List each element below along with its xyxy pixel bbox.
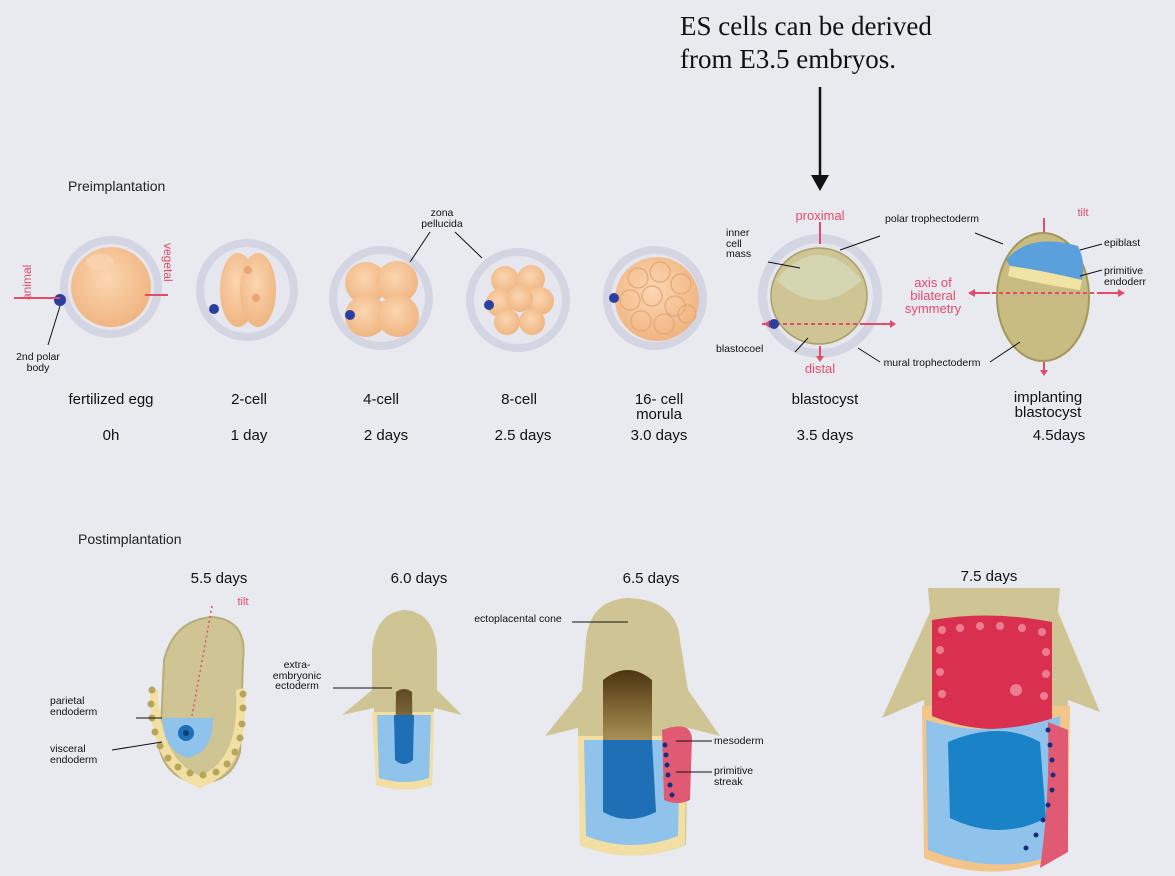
extra-embryonic-ectoderm-label: extra- embryonic ectoderm bbox=[262, 660, 332, 692]
epiblast-label: epiblast bbox=[1104, 238, 1164, 249]
polar-trophectoderm-label: polar trophectoderm bbox=[878, 214, 986, 225]
stage-time-implanting-blastocyst: 4.5days bbox=[1004, 428, 1114, 443]
proximal-label: proximal bbox=[778, 209, 862, 222]
stage-time-2-cell: 1 day bbox=[204, 428, 294, 443]
axis-of-symmetry-label: axis of bilateral symmetry bbox=[890, 276, 976, 315]
mesoderm-label: mesoderm bbox=[714, 736, 794, 747]
callout-line-2: from E3.5 embryos. bbox=[680, 43, 932, 76]
stage-name-blastocyst: blastocyst bbox=[770, 392, 880, 407]
stage-time-4-cell: 2 days bbox=[336, 428, 436, 443]
stage-time-fertilized-egg: 0h bbox=[66, 428, 156, 443]
primitive-endoderm-label: primitive endoderr bbox=[1104, 266, 1174, 287]
visceral-endoderm-label: visceral endoderm bbox=[50, 744, 110, 765]
embryo-7-5-days-drawing bbox=[882, 588, 1100, 872]
stage-name-8-cell: 8-cell bbox=[474, 392, 564, 407]
animal-label: animal bbox=[20, 250, 34, 300]
inner-cell-mass-label: inner cell mass bbox=[726, 228, 766, 260]
embryo-5-5-days-drawing bbox=[112, 606, 247, 788]
fertilized-egg-drawing bbox=[14, 236, 168, 345]
stage-name-4-cell: 4-cell bbox=[336, 392, 426, 407]
callout-line-1: ES cells can be derived bbox=[680, 10, 932, 43]
zona-leaders bbox=[410, 232, 482, 262]
blastocyst-drawing bbox=[758, 222, 896, 362]
callout-arrow bbox=[811, 87, 829, 191]
ectoplacental-cone-label: ectoplacental cone bbox=[468, 614, 568, 625]
stage-time-blastocyst: 3.5 days bbox=[770, 428, 880, 443]
stage-name-2-cell: 2-cell bbox=[204, 392, 294, 407]
polar-body-label: 2nd polar body bbox=[8, 352, 68, 373]
implanting-blastocyst-drawing bbox=[968, 218, 1125, 376]
post-time-6-0: 6.0 days bbox=[374, 571, 464, 586]
vegetal-label: vegetal bbox=[161, 243, 175, 303]
embryo-6-0-days-drawing bbox=[333, 610, 462, 790]
preimplantation-heading: Preimplantation bbox=[68, 178, 165, 194]
stage-time-morula: 3.0 days bbox=[604, 428, 714, 443]
post-time-5-5: 5.5 days bbox=[174, 571, 264, 586]
post-time-7-5: 7.5 days bbox=[944, 569, 1034, 584]
stage-name-morula: 16- cell morula bbox=[614, 392, 704, 422]
stage-name-fertilized-egg: fertilized egg bbox=[46, 392, 176, 407]
morula-drawing bbox=[603, 246, 707, 350]
four-cell-drawing bbox=[329, 246, 433, 350]
stage-time-8-cell: 2.5 days bbox=[468, 428, 578, 443]
parietal-endoderm-label: parietal endoderm bbox=[50, 696, 110, 717]
postimplantation-heading: Postimplantation bbox=[78, 531, 182, 547]
tilt-label-5-5: tilt bbox=[228, 596, 258, 608]
es-cells-callout: ES cells can be derived from E3.5 embryo… bbox=[680, 10, 932, 76]
post-time-6-5: 6.5 days bbox=[606, 571, 696, 586]
zona-pellucida-label: zona pellucida bbox=[412, 208, 472, 229]
eight-cell-drawing bbox=[466, 248, 570, 352]
distal-label: distal bbox=[790, 362, 850, 375]
stage-name-implanting-blastocyst: implanting blastocyst bbox=[1004, 390, 1092, 420]
two-cell-drawing bbox=[196, 239, 298, 341]
tilt-label-implanting: tilt bbox=[1068, 207, 1098, 219]
embryo-6-5-days-drawing bbox=[545, 598, 720, 856]
blastocoel-label: blastocoel bbox=[716, 344, 792, 355]
primitive-streak-label: primitive streak bbox=[714, 766, 774, 787]
mural-trophectoderm-label: mural trophectoderm bbox=[880, 358, 984, 369]
